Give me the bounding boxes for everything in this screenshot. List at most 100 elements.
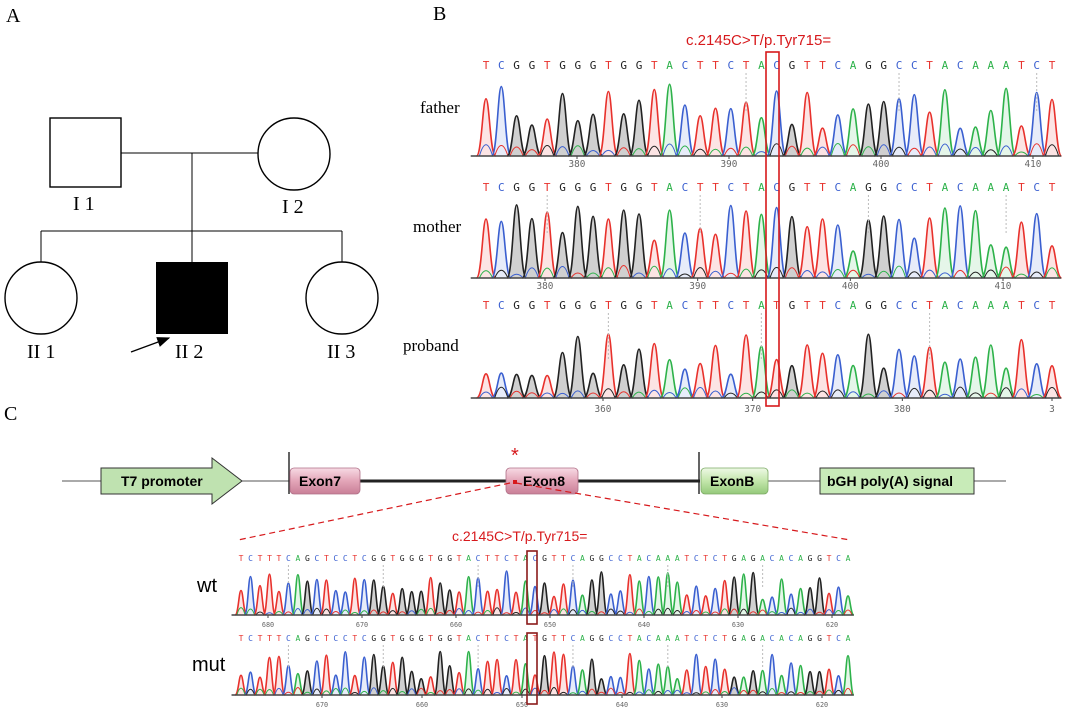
peak-T — [598, 90, 619, 157]
peak-G — [433, 650, 447, 696]
peak-G — [567, 335, 589, 399]
minor-peak — [407, 688, 417, 696]
tick-label: 410 — [1025, 159, 1042, 170]
peak-G — [582, 215, 604, 279]
minor-peak — [388, 687, 398, 696]
base-call: T — [276, 554, 281, 563]
base-call: C — [314, 634, 319, 643]
minor-peak — [662, 268, 677, 279]
peak-T — [262, 573, 277, 616]
label-i1: I 1 — [73, 193, 95, 215]
minor-peak — [815, 390, 830, 399]
base-call: A — [1003, 181, 1010, 194]
peak-C — [604, 675, 618, 696]
peak-T — [348, 577, 362, 616]
minor-peak — [540, 145, 555, 157]
peak-A — [737, 676, 751, 696]
peak-A — [965, 209, 986, 279]
minor-peak — [283, 611, 293, 616]
minor-peak — [524, 267, 539, 279]
base-call: G — [447, 554, 452, 563]
peak-T — [718, 579, 732, 616]
base-call: A — [466, 554, 471, 563]
peak-G — [858, 103, 879, 157]
base-call: T — [267, 634, 272, 643]
peak-G — [300, 670, 315, 696]
minor-peak — [606, 687, 616, 696]
peak-C — [613, 590, 628, 616]
peak-C — [674, 368, 695, 399]
minor-peak — [312, 688, 322, 696]
minor-peak — [509, 390, 524, 399]
minor-peak — [786, 607, 796, 616]
peak-T — [1041, 245, 1063, 279]
base-call: C — [896, 299, 903, 312]
peak-C — [566, 579, 580, 616]
minor-peak — [1044, 144, 1060, 157]
minor-peak — [416, 687, 426, 696]
base-call: T — [819, 181, 826, 194]
minor-peak — [340, 609, 350, 616]
peak-A — [670, 677, 684, 696]
peak-G — [506, 114, 527, 157]
base-call: G — [599, 634, 604, 643]
peak-A — [980, 344, 1002, 399]
minor-peak — [601, 267, 616, 279]
tick-label: 390 — [721, 159, 738, 170]
minor-peak — [350, 692, 360, 696]
base-call: T — [258, 554, 263, 563]
peak-T — [424, 676, 438, 696]
minor-peak — [587, 688, 597, 696]
minor-peak — [549, 687, 559, 696]
base-call: T — [1049, 299, 1056, 312]
base-call: G — [574, 181, 581, 194]
minor-peak — [677, 387, 692, 399]
peak-A — [842, 108, 864, 157]
tick-label: 410 — [995, 281, 1012, 292]
minor-peak — [748, 689, 758, 696]
peak-C — [357, 656, 371, 696]
minor-peak — [907, 387, 922, 399]
minor-peak — [710, 611, 720, 616]
base-call: G — [400, 554, 405, 563]
base-call: C — [333, 634, 338, 643]
peak-A — [756, 598, 769, 616]
minor-peak — [321, 690, 331, 696]
peak-T — [623, 573, 637, 616]
base-call: T — [827, 554, 832, 563]
peak-C — [720, 107, 741, 157]
tick-label: 380 — [537, 281, 554, 292]
base-call: T — [804, 299, 811, 312]
peak-G — [585, 658, 599, 696]
peak-A — [980, 109, 1002, 157]
peak-C — [827, 224, 849, 279]
exon7-label: Exon7 — [299, 473, 341, 489]
peak-T — [490, 588, 504, 616]
label-i2: I 2 — [282, 196, 304, 218]
peak-C — [950, 127, 971, 157]
base-call: T — [485, 634, 490, 643]
minor-peak — [693, 267, 708, 279]
minor-peak — [483, 610, 493, 616]
exonb-label: ExonB — [710, 473, 754, 489]
minor-peak — [570, 145, 585, 157]
minor-peak — [968, 146, 983, 157]
row-label-mother: mother — [413, 217, 461, 236]
base-call: T — [276, 634, 281, 643]
peak-T — [797, 91, 818, 157]
peak-G — [395, 656, 409, 696]
minor-peak — [577, 609, 588, 616]
base-call: T — [390, 634, 395, 643]
base-call: C — [333, 554, 338, 563]
peak-T — [623, 652, 637, 696]
peak-A — [996, 367, 1017, 399]
peak-G — [367, 579, 381, 616]
base-call: C — [789, 554, 794, 563]
base-call: C — [314, 554, 319, 563]
base-call: G — [409, 634, 414, 643]
base-call: C — [773, 181, 780, 194]
base-call: C — [1033, 59, 1040, 72]
base-call: C — [608, 634, 613, 643]
base-call: G — [789, 181, 796, 194]
minor-peak — [478, 144, 494, 157]
